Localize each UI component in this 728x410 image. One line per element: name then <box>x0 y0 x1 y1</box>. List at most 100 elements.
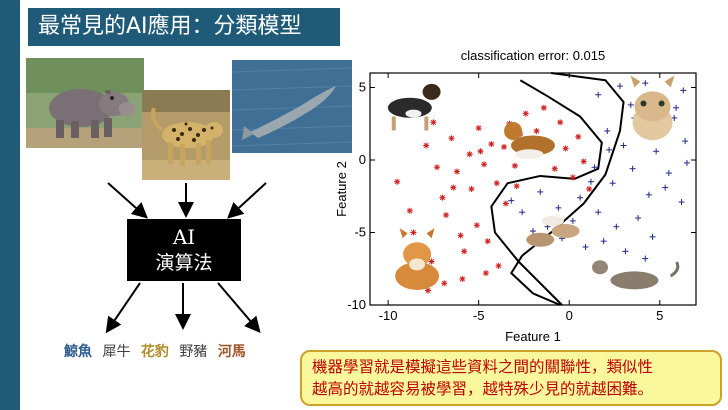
whale-image <box>232 60 352 153</box>
x-tick-label: -5 <box>473 308 485 323</box>
blue-plus-point <box>508 197 515 204</box>
blue-plus-point <box>604 128 611 134</box>
x-tick-label: 5 <box>656 308 663 323</box>
red-star-point <box>533 128 540 134</box>
red-star-point <box>468 186 475 192</box>
blue-plus-point <box>555 204 562 211</box>
shiba-dog-image <box>395 228 440 290</box>
output-labels: 鯨魚 犀牛 花豹 野豬 河馬 <box>64 341 252 361</box>
y-axis-label: Feature 2 <box>334 161 349 217</box>
red-star-point <box>569 174 576 181</box>
red-star-point <box>511 162 518 169</box>
red-star-point <box>557 119 564 126</box>
ai-algorithm-box: AI 演算法 <box>127 219 241 281</box>
blue-plus-point <box>629 165 636 172</box>
red-star-point <box>459 275 466 282</box>
x-axis-label: Feature 1 <box>505 329 561 344</box>
red-star-point <box>428 258 435 265</box>
red-star-point <box>493 180 500 187</box>
blue-plus-point <box>595 209 602 216</box>
dog-image <box>387 83 441 131</box>
blue-plus-point <box>653 148 660 155</box>
hippo-image <box>26 58 144 148</box>
blue-plus-point <box>678 199 685 206</box>
slide-title: 最常見的AI應用：分類模型 <box>28 8 340 46</box>
blue-plus-point <box>577 194 584 201</box>
kittens-image <box>526 215 580 247</box>
red-star-point <box>406 207 413 214</box>
red-star-point <box>430 119 437 126</box>
red-star-point <box>580 158 587 165</box>
blue-plus-point <box>595 91 602 98</box>
blue-plus-point <box>600 238 607 245</box>
red-star-point <box>453 168 460 175</box>
blue-plus-point <box>662 184 669 191</box>
red-star-point <box>434 164 441 171</box>
red-star-point <box>586 186 593 192</box>
ai-box-line2: 演算法 <box>155 252 213 274</box>
blue-plus-point <box>645 191 652 198</box>
y-tick-label: -5 <box>354 225 366 240</box>
blue-plus-point <box>680 87 687 94</box>
tabby-cat-image <box>592 260 680 290</box>
blue-plus-point <box>635 215 642 221</box>
red-star-point <box>443 212 450 219</box>
red-star-point <box>551 165 558 172</box>
note-line2: 越高的就越容易被學習，越特殊少見的就越困難。 <box>312 380 654 398</box>
blue-plus-point <box>642 80 649 87</box>
red-star-point <box>439 194 446 201</box>
blue-plus-point <box>671 114 678 121</box>
red-star-point <box>441 280 448 287</box>
blue-plus-point <box>587 178 594 185</box>
label-boar: 野豬 <box>179 344 208 360</box>
red-star-point <box>450 184 457 191</box>
red-star-point <box>575 133 582 140</box>
label-leopard: 花豹 <box>140 344 169 360</box>
red-star-point <box>466 151 473 158</box>
blue-plus-point <box>582 244 589 250</box>
blue-plus-point <box>642 255 649 262</box>
red-star-point <box>562 145 569 152</box>
x-tick-label: -10 <box>379 308 398 323</box>
note-line1: 機器學習就是模擬這些資料之間的關聯性，類似性 <box>312 358 654 376</box>
leopard-image <box>142 90 230 180</box>
red-star-point <box>488 141 495 148</box>
blue-plus-point <box>620 142 627 149</box>
blue-plus-point <box>519 209 526 216</box>
blue-plus-point <box>609 180 616 187</box>
red-star-point <box>461 248 468 255</box>
explanation-note: 機器學習就是模擬這些資料之間的關聯性，類似性 越高的就越容易被學習，越特殊少見的… <box>300 350 722 406</box>
red-star-point <box>482 270 489 277</box>
red-star-point <box>423 142 430 149</box>
label-hippo: 河馬 <box>217 344 246 360</box>
decision-boundary-1 <box>510 72 625 306</box>
y-tick-label: 5 <box>359 80 366 95</box>
chart-title: classification error: 0.015 <box>461 48 606 63</box>
blue-plus-point <box>683 159 690 166</box>
red-star-point <box>481 161 488 168</box>
red-star-point <box>522 110 529 117</box>
ai-box-line1: AI <box>172 225 196 249</box>
red-star-point <box>495 262 502 269</box>
collie-image <box>504 122 555 160</box>
label-rhino: 犀牛 <box>102 344 131 360</box>
red-star-point <box>540 104 547 111</box>
blue-plus-point <box>530 228 536 235</box>
red-star-point <box>501 143 508 150</box>
blue-plus-point <box>649 233 656 240</box>
red-star-point <box>477 148 484 155</box>
decision-boundary-0 <box>490 79 603 306</box>
blue-plus-point <box>613 223 620 230</box>
red-star-point <box>484 238 491 245</box>
y-tick-label: -10 <box>347 297 366 312</box>
left-accent-bar <box>0 0 20 410</box>
red-star-point <box>502 200 509 207</box>
red-star-point <box>473 222 480 229</box>
blue-plus-point <box>627 101 634 108</box>
blue-plus-point <box>682 138 689 145</box>
red-star-point <box>475 125 482 132</box>
red-star-point <box>394 178 401 185</box>
blue-plus-point <box>616 83 623 90</box>
y-tick-label: 0 <box>359 152 366 167</box>
